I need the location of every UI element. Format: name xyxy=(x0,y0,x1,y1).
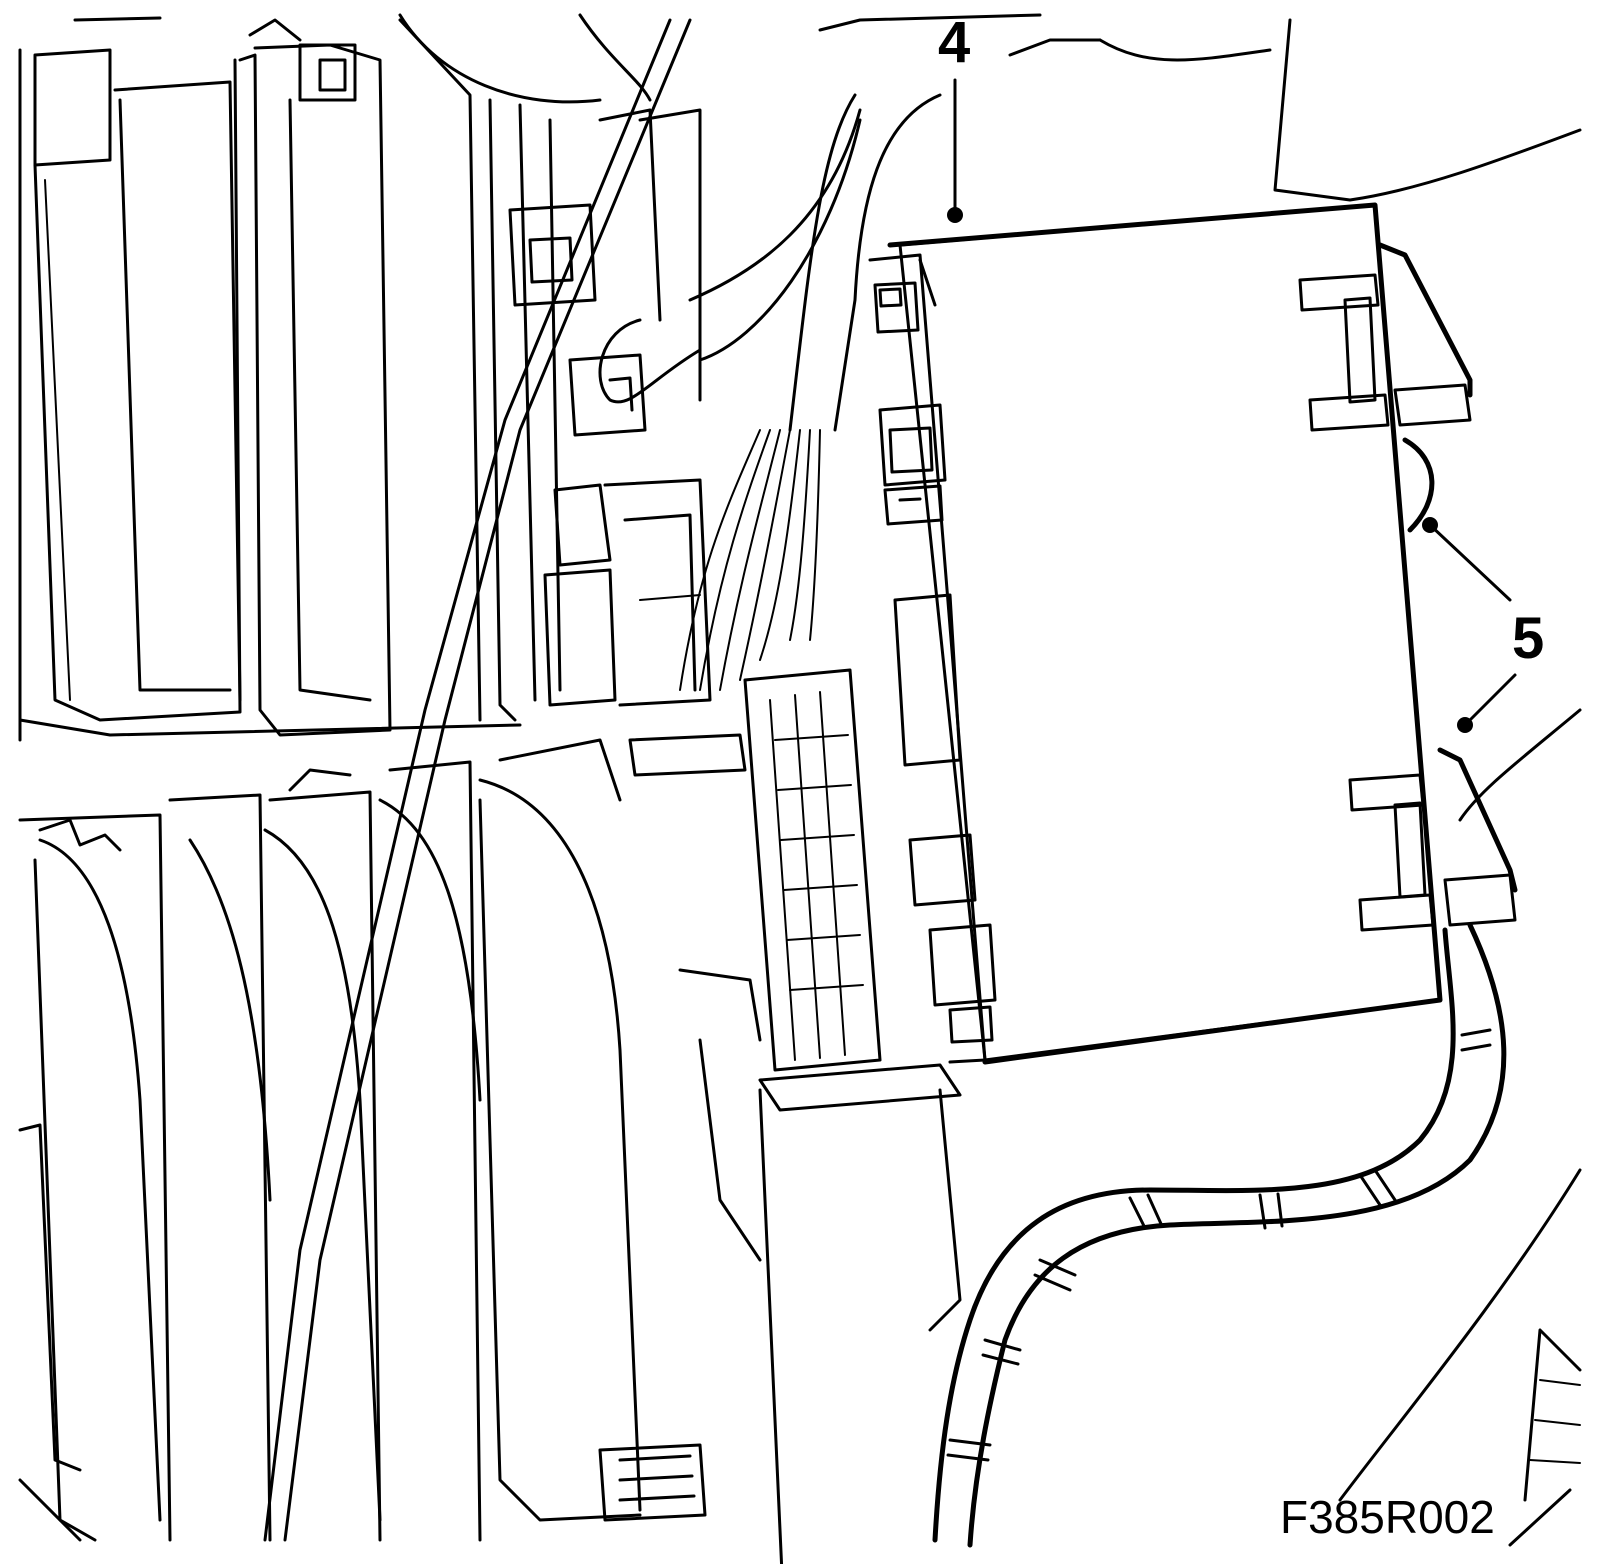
lower-left-relay-blocks xyxy=(18,738,762,1542)
leader-dot-5a xyxy=(1422,517,1438,533)
leader-dot-5b xyxy=(1457,717,1473,733)
callout-4: 4 xyxy=(938,10,970,75)
body-panel-edges xyxy=(818,13,1582,1547)
leader-dot-4 xyxy=(947,207,963,223)
lower-harness xyxy=(932,708,1582,1548)
central-connectors xyxy=(508,103,747,777)
upper-left-relay-blocks xyxy=(18,16,522,742)
leader-line-5b xyxy=(1463,673,1517,727)
callout-5: 5 xyxy=(1512,606,1544,671)
leader-line-5a xyxy=(1428,523,1512,602)
diagonal-cable xyxy=(263,18,692,1542)
retaining-clips xyxy=(1377,242,1518,927)
control-module xyxy=(868,202,1443,1065)
upper-harness xyxy=(398,13,942,691)
terminal-block xyxy=(743,668,962,1564)
figure-code: F385R002 xyxy=(1280,1491,1495,1543)
leader-lines xyxy=(947,78,1517,733)
